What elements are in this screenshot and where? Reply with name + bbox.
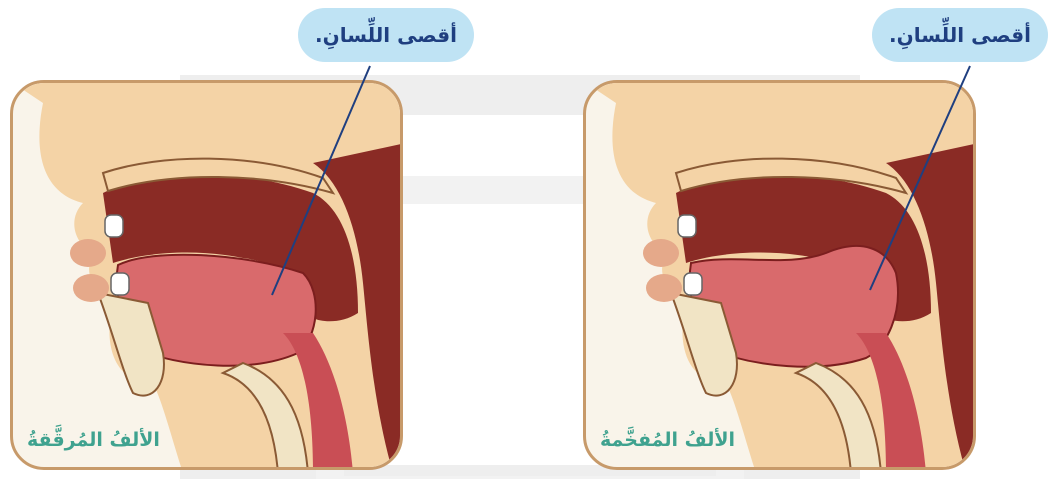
callout-left: أقصى اللِّسانِ. [298,8,474,62]
mouth-cross-section-left [13,83,403,470]
callout-left-text: أقصى اللِّسانِ. [315,23,457,47]
diagram-panel-left: الألفُ المُرقَّقةُ [10,80,403,470]
callout-right: أقصى اللِّسانِ. [872,8,1048,62]
caption-left: الألفُ المُرقَّقةُ [27,429,160,451]
mouth-cross-section-right [586,83,976,470]
caption-right: الألفُ المُفخَّمةُ [600,429,735,451]
callout-right-text: أقصى اللِّسانِ. [889,23,1031,47]
diagram-panel-right: الألفُ المُفخَّمةُ [583,80,976,470]
